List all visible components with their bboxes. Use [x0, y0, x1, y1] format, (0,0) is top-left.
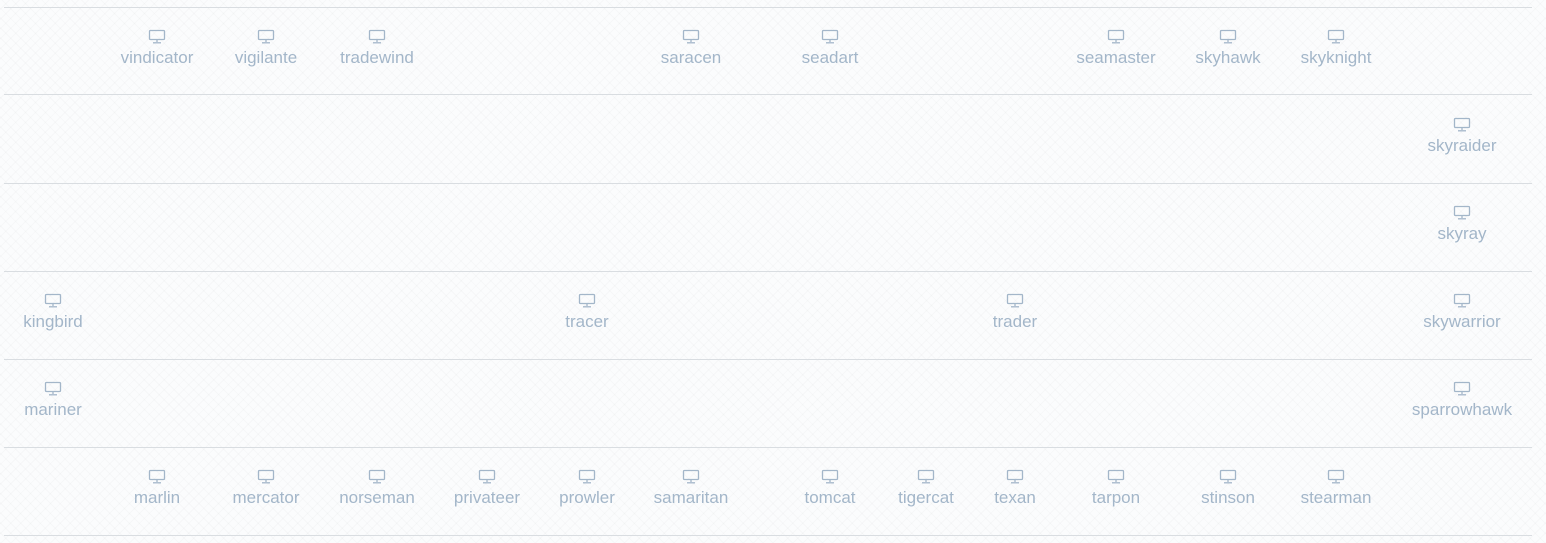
station-stinson[interactable]: stinson: [1168, 469, 1288, 509]
station-row: kingbird tracer trader skywarrior: [4, 272, 1532, 360]
monitor-icon: [578, 293, 596, 309]
station-privateer[interactable]: privateer: [427, 469, 547, 509]
station-label: texan: [994, 488, 1036, 507]
station-marlin[interactable]: marlin: [97, 469, 217, 509]
station-skyraider[interactable]: skyraider: [1402, 117, 1522, 157]
station-label: stearman: [1300, 488, 1372, 507]
station-saracen[interactable]: saracen: [631, 29, 751, 69]
station-kingbird[interactable]: kingbird: [0, 293, 113, 333]
monitor-icon: [368, 29, 386, 45]
monitor-icon: [148, 29, 166, 45]
station-label: mercator: [232, 488, 300, 507]
station-label: prowler: [559, 488, 615, 507]
station-label: seadart: [801, 48, 859, 67]
monitor-icon: [1219, 29, 1237, 45]
station-row: mariner sparrowhawk: [4, 360, 1532, 448]
station-mariner[interactable]: mariner: [0, 381, 113, 421]
monitor-icon: [821, 29, 839, 45]
station-tarpon[interactable]: tarpon: [1056, 469, 1176, 509]
monitor-icon: [1453, 117, 1471, 133]
station-vigilante[interactable]: vigilante: [206, 29, 326, 69]
monitor-icon: [917, 469, 935, 485]
monitor-icon: [1006, 293, 1024, 309]
monitor-icon: [1453, 205, 1471, 221]
station-tigercat[interactable]: tigercat: [866, 469, 986, 509]
monitor-icon: [44, 381, 62, 397]
station-label: seamaster: [1076, 48, 1156, 67]
station-tracer[interactable]: tracer: [527, 293, 647, 333]
station-seamaster[interactable]: seamaster: [1056, 29, 1176, 69]
station-skyknight[interactable]: skyknight: [1276, 29, 1396, 69]
monitor-icon: [1453, 293, 1471, 309]
station-label: tradewind: [340, 48, 414, 67]
monitor-icon: [148, 469, 166, 485]
station-label: tomcat: [804, 488, 856, 507]
station-label: sparrowhawk: [1411, 400, 1513, 419]
station-row: marlin mercator norseman privateer prowl…: [4, 448, 1532, 536]
monitor-icon: [1006, 469, 1024, 485]
station-label: skyknight: [1300, 48, 1372, 67]
station-label: skyray: [1437, 224, 1487, 243]
monitor-icon: [44, 293, 62, 309]
monitor-icon: [821, 469, 839, 485]
monitor-icon: [1219, 469, 1237, 485]
station-label: skywarrior: [1423, 312, 1501, 331]
station-label: tarpon: [1091, 488, 1141, 507]
monitor-icon: [578, 469, 596, 485]
station-label: stinson: [1201, 488, 1255, 507]
station-trader[interactable]: trader: [955, 293, 1075, 333]
monitor-icon: [478, 469, 496, 485]
station-row: vindicator vigilante tradewind saracen s…: [4, 7, 1532, 95]
station-label: samaritan: [653, 488, 729, 507]
station-seadart[interactable]: seadart: [770, 29, 890, 69]
monitor-icon: [682, 469, 700, 485]
station-row: skyraider: [4, 96, 1532, 184]
station-label: kingbird: [23, 312, 83, 331]
monitor-icon: [257, 29, 275, 45]
station-label: norseman: [339, 488, 415, 507]
station-label: trader: [992, 312, 1038, 331]
monitor-icon: [1327, 29, 1345, 45]
station-label: vigilante: [234, 48, 298, 67]
station-label: skyhawk: [1195, 48, 1261, 67]
monitor-icon: [1453, 381, 1471, 397]
station-texan[interactable]: texan: [955, 469, 1075, 509]
station-skyhawk[interactable]: skyhawk: [1168, 29, 1288, 69]
monitor-icon: [368, 469, 386, 485]
station-stearman[interactable]: stearman: [1276, 469, 1396, 509]
station-tradewind[interactable]: tradewind: [317, 29, 437, 69]
station-skyray[interactable]: skyray: [1402, 205, 1522, 245]
station-tomcat[interactable]: tomcat: [770, 469, 890, 509]
station-label: saracen: [660, 48, 722, 67]
station-norseman[interactable]: norseman: [317, 469, 437, 509]
station-label: vindicator: [120, 48, 194, 67]
station-skywarrior[interactable]: skywarrior: [1402, 293, 1522, 333]
station-samaritan[interactable]: samaritan: [631, 469, 751, 509]
station-mercator[interactable]: mercator: [206, 469, 326, 509]
station-label: skyraider: [1427, 136, 1497, 155]
monitor-icon: [1107, 29, 1125, 45]
station-vindicator[interactable]: vindicator: [97, 29, 217, 69]
station-label: mariner: [24, 400, 82, 419]
monitor-icon: [682, 29, 700, 45]
monitor-icon: [1327, 469, 1345, 485]
station-sparrowhawk[interactable]: sparrowhawk: [1402, 381, 1522, 421]
station-label: privateer: [453, 488, 521, 507]
station-label: tigercat: [898, 488, 954, 507]
station-label: tracer: [565, 312, 609, 331]
station-prowler[interactable]: prowler: [527, 469, 647, 509]
station-row: skyray: [4, 184, 1532, 272]
monitor-icon: [257, 469, 275, 485]
station-label: marlin: [133, 488, 181, 507]
monitor-icon: [1107, 469, 1125, 485]
